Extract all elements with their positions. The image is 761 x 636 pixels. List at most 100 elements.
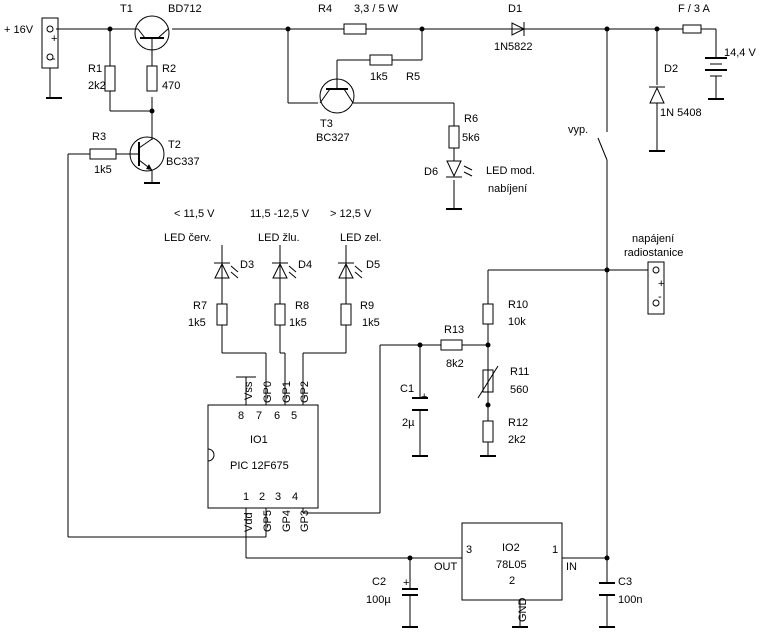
label-t1: T1 — [120, 3, 133, 15]
label-io2-p2: 2 — [509, 575, 515, 587]
label-supply-1: napájení — [632, 233, 674, 245]
input-connector — [41, 17, 59, 98]
label-pin-vdd: Vdd — [243, 512, 255, 532]
label-r13: R13 — [444, 324, 464, 336]
wires — [56, 28, 717, 626]
label-led-red: LED červ. — [164, 232, 211, 244]
label-t3-type: BC327 — [316, 132, 350, 144]
label-c1: C1 — [400, 383, 414, 395]
label-d4: D4 — [298, 259, 312, 271]
label-r9-val: 1k5 — [362, 317, 380, 329]
led-d6 — [446, 160, 473, 178]
label-r8-val: 1k5 — [289, 317, 307, 329]
label-d6: D6 — [424, 166, 438, 178]
diode-d2 — [649, 86, 665, 104]
label-pin2: 2 — [259, 491, 265, 503]
label-r1-val: 2k2 — [88, 80, 106, 92]
resistor-r1 — [104, 65, 116, 92]
led-d3 — [214, 262, 239, 279]
label-c3: C3 — [618, 576, 632, 588]
label-r6-val: 5k6 — [462, 132, 480, 144]
switch — [597, 137, 608, 161]
label-io2-in: IN — [566, 561, 577, 573]
label-range-low: < 11,5 V — [174, 208, 215, 220]
label-r6: R6 — [464, 113, 478, 125]
label-d5: D5 — [366, 259, 380, 271]
battery — [705, 57, 727, 80]
label-pin-gp3: GP3 — [299, 510, 311, 532]
label-io2-out: OUT — [434, 561, 458, 573]
label-t3: T3 — [320, 118, 333, 130]
label-fuse: F / 3 A — [678, 3, 710, 15]
label-pin-gp5: GP5 — [262, 510, 274, 532]
label-r10-val: 10k — [508, 316, 526, 328]
label-io2-type: 78L05 — [496, 559, 527, 571]
label-io2-p3: 3 — [466, 544, 472, 556]
label-vin: + 16V — [4, 24, 34, 36]
labels: + 16V + - T1 BD712 R4 3,3 / 5 W D1 1N582… — [4, 3, 756, 622]
label-t2-type: BC337 — [166, 156, 200, 168]
label-out-minus: - — [658, 291, 662, 303]
label-io1: IO1 — [250, 434, 268, 446]
label-range-mid: 11,5 -12,5 V — [250, 208, 310, 220]
label-r8: R8 — [295, 300, 309, 312]
label-d3: D3 — [240, 259, 254, 271]
resistors — [89, 23, 499, 443]
capacitor-c3 — [599, 582, 615, 596]
fuse — [682, 24, 702, 34]
label-r4: R4 — [318, 3, 332, 15]
label-range-high: > 12,5 V — [330, 208, 372, 220]
label-r5-val: 1k5 — [370, 71, 388, 83]
ic-io1 — [207, 404, 319, 509]
label-c1-plus: + — [421, 391, 427, 403]
label-conn-plus: + — [51, 33, 57, 45]
label-pin8: 8 — [238, 410, 244, 422]
label-conn-minus: - — [52, 53, 56, 65]
label-r4-val: 3,3 / 5 W — [354, 3, 399, 15]
label-c2-plus: + — [403, 577, 409, 589]
label-pin-gp4: GP4 — [281, 510, 293, 532]
resistor-r7 — [216, 303, 228, 326]
label-pin5: 5 — [291, 410, 297, 422]
label-r3: R3 — [92, 131, 106, 143]
label-pin7: 7 — [256, 410, 262, 422]
label-r5: R5 — [406, 71, 420, 83]
label-pin-gp2: GP2 — [299, 381, 311, 403]
label-r7-val: 1k5 — [188, 317, 206, 329]
label-d1: D1 — [508, 3, 522, 15]
resistor-r6 — [448, 125, 460, 149]
label-io2-p1: 1 — [552, 544, 558, 556]
label-pin3: 3 — [275, 491, 281, 503]
label-r1: R1 — [88, 63, 102, 75]
label-pin4: 4 — [292, 491, 298, 503]
resistor-r2 — [146, 65, 158, 92]
label-out-plus: + — [658, 278, 664, 290]
output-connector — [647, 261, 665, 315]
label-d2: D2 — [664, 63, 678, 75]
label-pin-vss: Vss — [243, 381, 255, 400]
label-r3-val: 1k5 — [94, 164, 112, 176]
label-d1-type: 1N5822 — [494, 41, 533, 53]
resistor-r10 — [482, 303, 494, 325]
label-r2-val: 470 — [162, 80, 180, 92]
label-r9: R9 — [360, 300, 374, 312]
label-t2: T2 — [168, 139, 181, 151]
label-pin-gp0: GP0 — [262, 381, 274, 403]
transistor-t1 — [134, 15, 170, 51]
label-battery: 14,4 V — [724, 47, 756, 59]
resistor-r9 — [340, 303, 352, 326]
label-led-green: LED zel. — [340, 232, 382, 244]
label-r2: R2 — [162, 63, 176, 75]
resistor-r5 — [369, 54, 393, 66]
label-pin6: 6 — [274, 410, 280, 422]
capacitor-c2 — [402, 583, 418, 596]
label-r13-val: 8k2 — [446, 358, 464, 370]
label-r12: R12 — [508, 417, 528, 429]
transistor-t3 — [319, 78, 355, 114]
label-c3-val: 100n — [618, 594, 642, 606]
label-c2-val: 100µ — [366, 594, 391, 606]
label-io1-type: PIC 12F675 — [230, 460, 289, 472]
ground-symbols — [46, 97, 724, 628]
